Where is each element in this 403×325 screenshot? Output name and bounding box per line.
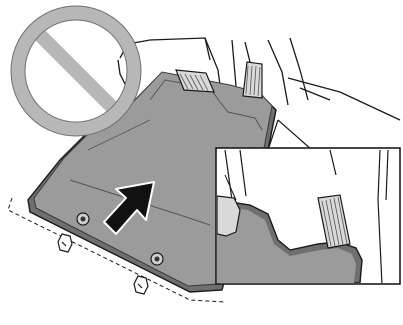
floor-clip-right bbox=[134, 276, 148, 294]
mat-grommet-left bbox=[77, 213, 89, 225]
accelerator-pedal bbox=[243, 62, 262, 98]
inset-brake-pedal bbox=[217, 196, 240, 236]
zoom-inset bbox=[216, 148, 400, 285]
prohibition-icon bbox=[11, 6, 141, 136]
floor-clip-left bbox=[58, 234, 72, 252]
mat-grommet-right bbox=[151, 253, 163, 265]
